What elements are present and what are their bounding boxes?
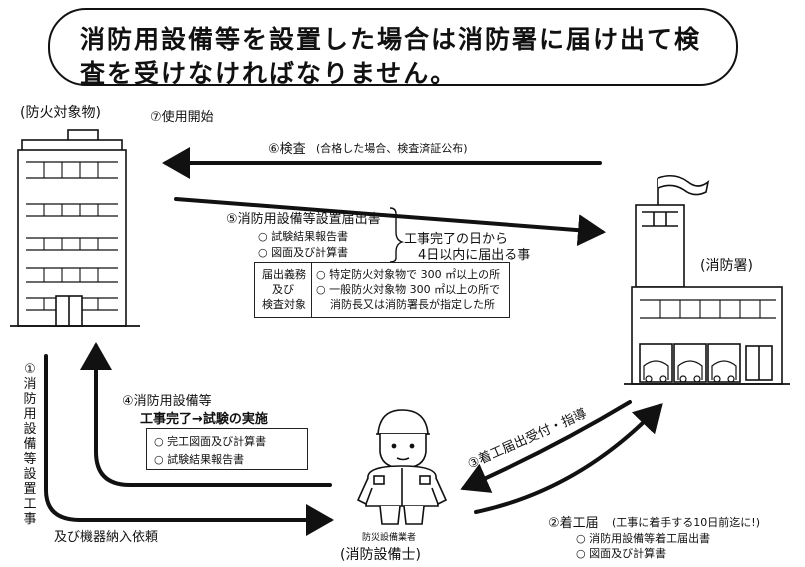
step1-char: 用 <box>23 407 37 422</box>
step1-char: 置 <box>23 482 37 497</box>
step7-title: ⑦使用開始 <box>150 110 214 125</box>
step5-table-right-1: ○ 特定防火対象物で 300 ㎡以上の所 <box>316 268 501 281</box>
arrow-4-completion <box>80 342 332 487</box>
step1-char: 事 <box>23 512 37 527</box>
title-line-2: 査を受けなければなりません。 <box>80 59 458 88</box>
step1-char: 工 <box>23 497 37 512</box>
bracket-step5 <box>389 207 405 263</box>
step4-title: ④消防用設備等 <box>122 394 212 409</box>
arrow-2-start-notice <box>474 403 663 514</box>
step5-deadline-1: 工事完了の日から <box>404 232 509 247</box>
step5-table-left-1: 届出義務 <box>262 268 306 281</box>
engineer-label: (消防設備士) <box>340 547 421 563</box>
step4-item-1: ○ 完工図面及び計算書 <box>154 435 267 448</box>
step5-title: ⑤消防用設備等設置届出書 <box>226 212 381 227</box>
arrow-1-construction <box>44 354 334 536</box>
step2-note: (工事に着手する10日前迄に!) <box>612 516 760 529</box>
title-line-1: 消防用設備等を設置した場合は消防署に届け出て検 <box>80 25 702 54</box>
step1-char: 等 <box>23 452 37 467</box>
step1-char: 設 <box>23 467 37 482</box>
step4-item-2: ○ 試験結果報告書 <box>154 453 245 466</box>
engineer-illustration <box>356 409 448 525</box>
step5-table-left-2: 及び <box>272 283 294 296</box>
step2-item-2: ○ 図面及び計算書 <box>576 547 667 560</box>
step6-title: ⑥検査 <box>268 142 306 157</box>
step1-char: 備 <box>23 437 37 452</box>
step1-char: 消 <box>23 377 37 392</box>
engineer-caption: 防災設備業者 <box>362 533 417 543</box>
step5-table-right-3: 消防長又は消防署長が指定した所 <box>330 298 495 311</box>
flow-arrows <box>44 147 663 536</box>
step6-note: (合格した場合、検査済証公布) <box>316 142 468 155</box>
arrow-5-notification <box>174 197 606 247</box>
fire-station-illustration <box>624 174 790 385</box>
building-label: (防火対象物) <box>20 105 101 121</box>
title-frame <box>48 8 738 86</box>
step5-table-left-3: 検査対象 <box>262 298 306 311</box>
building-illustration <box>10 129 140 327</box>
step1-tail: 及び機器納入依頼 <box>54 530 159 545</box>
step1-char: 設 <box>23 422 37 437</box>
step5-item-1: ○ 試験結果報告書 <box>258 230 349 243</box>
arrow-3-acceptance <box>460 400 632 493</box>
step5-item-2: ○ 図面及び計算書 <box>258 246 349 259</box>
step5-deadline-2: 4日以内に届出る事 <box>418 248 531 263</box>
step1-char: 防 <box>23 392 37 407</box>
step2-item-1: ○ 消防用設備等着工届出書 <box>576 532 711 545</box>
step5-table-left-cell <box>254 262 312 318</box>
step4-box <box>146 428 308 470</box>
step4-subtitle: 工事完了→試験の実施 <box>140 412 268 427</box>
step1-char: ① <box>24 362 36 377</box>
station-label: (消防署) <box>700 258 753 274</box>
step2-title: ②着工届 <box>548 516 599 531</box>
step5-table-right-2: ○ 一般防火対象物 300 ㎡以上の所で <box>316 283 501 296</box>
